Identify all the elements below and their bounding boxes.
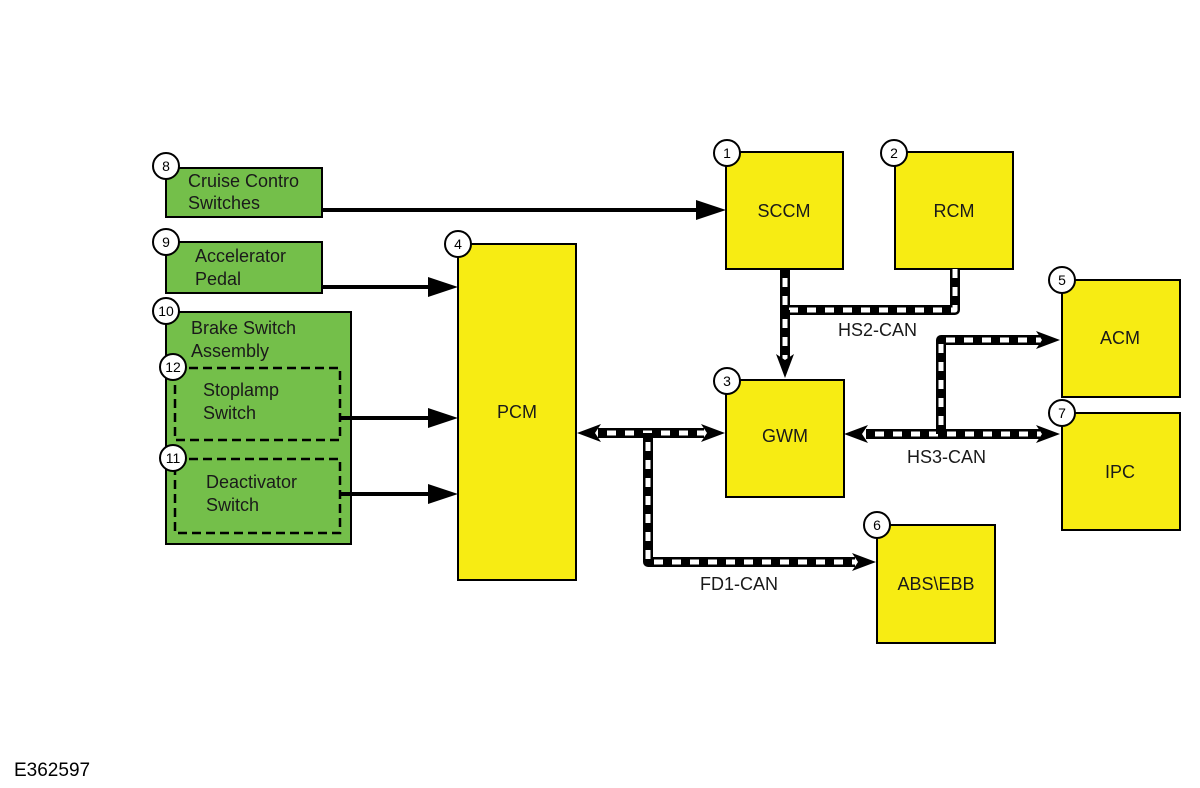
acm-label: ACM: [1100, 328, 1140, 348]
callout-9-number: 9: [162, 234, 170, 250]
stoplamp-label-line2: Switch: [203, 403, 256, 423]
gwm-rect: [725, 379, 845, 498]
abs-ebb-label: ABS\EBB: [897, 574, 974, 594]
sccm-box: SCCM: [725, 151, 844, 270]
hs2-can-bus-outline: [780, 269, 960, 315]
hs2-can-arrow-down: [776, 354, 794, 378]
callout-1: 1: [713, 139, 741, 167]
callout-3: 3: [713, 367, 741, 395]
deactivator-label-line2: Switch: [206, 495, 259, 515]
accel-label-line2: Pedal: [195, 269, 241, 289]
acm-rect: [1061, 279, 1181, 398]
callout-6-number: 6: [873, 517, 881, 533]
acm-box: ACM: [1061, 279, 1181, 398]
callout-8: 8: [152, 152, 180, 180]
cruise-label-line1: Cruise Contro: [188, 171, 299, 191]
accel-label-line1: Accelerator: [195, 246, 286, 266]
hs2-can-label: HS2-CAN: [838, 320, 917, 340]
fd1-can-arrow-left: [577, 424, 601, 442]
fd1-can-branch-dashes: [645, 433, 855, 565]
hs3-can-arrow-left: [844, 425, 868, 443]
fd1-can-arrow-abs: [852, 553, 876, 571]
fd1-can-arrow-right: [701, 424, 725, 442]
brake-switch-assembly-box: Brake Switch Assembly Stoplamp Switch De…: [165, 311, 352, 545]
hs3-can-branch-outline: [936, 335, 1040, 434]
callout-5: 5: [1048, 266, 1076, 294]
hs3-can-arrow-right: [1036, 425, 1060, 443]
rcm-label: RCM: [934, 201, 975, 221]
pcm-box: PCM: [457, 243, 577, 581]
hs3-can-branch-dashes: [938, 337, 1040, 434]
hs2-can-bus-dashes: [782, 269, 958, 313]
hs3-can-label: HS3-CAN: [907, 447, 986, 467]
callout-2-number: 2: [890, 145, 898, 161]
cruise-control-switches-rect: [165, 167, 323, 218]
callout-12: 12: [159, 353, 187, 381]
number-callouts: 1 2 3 4 5 6 7 8: [152, 139, 1076, 539]
figure-reference: E362597: [14, 760, 90, 781]
accelerator-pedal-box: Accelerator Pedal: [165, 241, 323, 294]
stoplamp-switch-rect: [173, 366, 342, 442]
callout-10: 10: [152, 297, 180, 325]
hardwired-connections: [322, 200, 726, 504]
callout-2: 2: [880, 139, 908, 167]
accel-to-pcm-arrowhead: [428, 277, 458, 297]
hs3-can-arrow-acm: [1036, 331, 1060, 349]
callout-8-number: 8: [162, 158, 170, 174]
stoplamp-to-pcm-arrowhead: [428, 408, 458, 428]
callout-10-number: 10: [158, 303, 174, 319]
rcm-rect: [894, 151, 1014, 270]
ipc-rect: [1061, 412, 1181, 531]
ipc-box: IPC: [1061, 412, 1181, 531]
cruise-control-switches-box: Cruise Contro Switches: [165, 167, 323, 218]
gwm-box: GWM: [725, 379, 845, 498]
brake-label-line2: Assembly: [191, 341, 269, 361]
pcm-rect: [457, 243, 577, 581]
hs3-can-branch-core: [938, 337, 1040, 434]
callout-7-number: 7: [1058, 405, 1066, 421]
callout-6: 6: [863, 511, 891, 539]
cruise-to-sccm-arrowhead: [696, 200, 726, 220]
stoplamp-label-line1: Stoplamp: [203, 380, 279, 400]
cruise-label-line2: Switches: [188, 193, 260, 213]
hs2-can-bus-core: [782, 269, 958, 313]
callout-1-number: 1: [723, 145, 731, 161]
callout-5-number: 5: [1058, 272, 1066, 288]
callout-4: 4: [444, 230, 472, 258]
sccm-label: SCCM: [758, 201, 811, 221]
callout-11: 11: [159, 444, 187, 472]
deactivator-to-pcm-arrowhead: [428, 484, 458, 504]
abs-ebb-rect: [876, 524, 996, 644]
gwm-label: GWM: [762, 426, 808, 446]
brake-label-line1: Brake Switch: [191, 318, 296, 338]
ipc-label: IPC: [1105, 462, 1135, 482]
deactivator-label-line1: Deactivator: [206, 472, 297, 492]
callout-12-number: 12: [165, 359, 181, 375]
callout-4-number: 4: [454, 236, 462, 252]
callout-11-number: 11: [166, 450, 181, 466]
callout-3-number: 3: [723, 373, 731, 389]
rcm-box: RCM: [894, 151, 1014, 270]
pcm-label: PCM: [497, 402, 537, 422]
fd1-can-label: FD1-CAN: [700, 574, 778, 594]
brake-switch-assembly-rect: [165, 311, 352, 545]
callout-7: 7: [1048, 399, 1076, 427]
abs-ebb-box: ABS\EBB: [876, 524, 996, 644]
accelerator-pedal-rect: [165, 241, 323, 294]
can-bus-connections: [577, 269, 1060, 571]
callout-9: 9: [152, 228, 180, 256]
